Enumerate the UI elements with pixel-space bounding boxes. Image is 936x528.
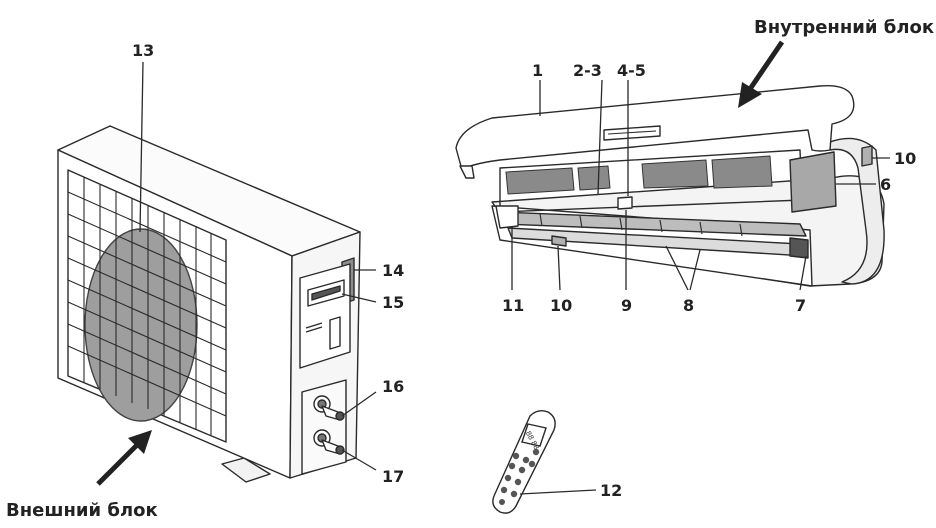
outdoor-foot-right — [221, 457, 271, 483]
outdoor-unit — [57, 125, 361, 483]
remote-buttons — [499, 448, 540, 505]
indoor-panel-hook-left — [459, 165, 475, 179]
outdoor-valve-panel — [301, 379, 347, 475]
remote-leader-line — [519, 489, 597, 495]
callout-17: 17 — [382, 467, 404, 486]
indoor-side-label — [861, 145, 873, 167]
callout-8: 8 — [683, 296, 694, 315]
outdoor-grille-lines — [67, 177, 227, 435]
indoor-bottom-label — [551, 235, 567, 247]
callout-12: 12 — [600, 481, 622, 500]
callout-9: 9 — [621, 296, 632, 315]
indoor-filters — [505, 155, 773, 195]
liquid-valve — [313, 429, 345, 455]
callout-15: 15 — [382, 293, 404, 312]
outdoor-side-panel — [299, 263, 351, 369]
callout-4-5: 4-5 — [617, 61, 646, 80]
indoor-left-intake — [495, 205, 519, 229]
indoor-vertical-vanes — [539, 213, 743, 237]
indoor-unit — [455, 85, 885, 287]
indoor-unit-title: Внутренний блок — [754, 17, 934, 38]
indoor-air-outlet — [789, 237, 809, 259]
outdoor-leader-lines — [139, 61, 377, 471]
indoor-arrow-icon — [738, 40, 785, 108]
outdoor-arrow-icon — [96, 430, 152, 486]
callout-6: 6 — [880, 175, 891, 194]
callout-1: 1 — [532, 61, 543, 80]
outdoor-grille-frame — [67, 169, 227, 443]
callout-16: 16 — [382, 377, 404, 396]
callout-11: 11 — [502, 296, 524, 315]
gas-valve — [313, 395, 345, 421]
outdoor-label-line — [305, 322, 323, 329]
callout-10-bottom: 10 — [550, 296, 572, 315]
callout-13: 13 — [132, 41, 154, 60]
outdoor-handle-inner — [311, 285, 341, 301]
callout-14: 14 — [382, 261, 404, 280]
callout-7: 7 — [795, 296, 806, 315]
remote-display — [521, 423, 547, 447]
callout-10-side: 10 — [894, 149, 916, 168]
indoor-side-end — [829, 137, 885, 285]
outdoor-terminal-box — [329, 316, 341, 350]
indoor-display — [617, 196, 633, 210]
outdoor-unit-title: Внешний блок — [6, 500, 158, 521]
indoor-electrical-cover — [789, 151, 837, 213]
callout-2-3: 2-3 — [573, 61, 602, 80]
remote-control: 88 88 — [492, 409, 556, 514]
outdoor-fan — [84, 228, 198, 422]
indoor-leader-lines — [511, 79, 890, 291]
